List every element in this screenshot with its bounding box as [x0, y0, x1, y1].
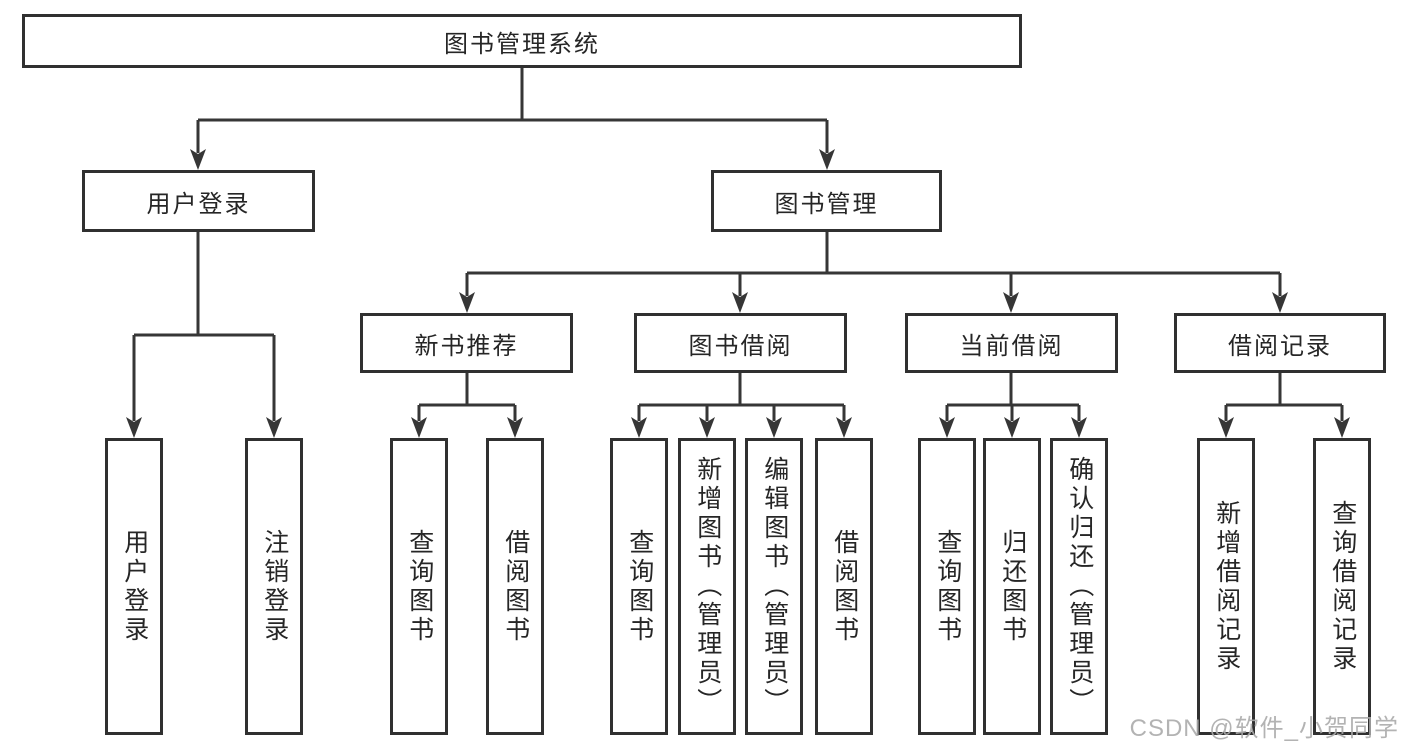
- node-label: 注销登录: [260, 528, 289, 645]
- arrowhead-icon: [459, 292, 475, 313]
- node-label: 图书管理: [774, 190, 879, 218]
- leaf-borrow-books-2: 借阅图书: [815, 438, 873, 735]
- node-label: 用户登录: [146, 190, 251, 218]
- arrowhead-icon: [819, 149, 835, 170]
- node-label: 图书借阅: [688, 332, 793, 360]
- leaf-logout: 注销登录: [245, 438, 303, 735]
- node-label: 新增借阅记录: [1212, 499, 1241, 674]
- arrowhead-icon: [766, 417, 782, 438]
- node-label: 借阅图书: [501, 528, 530, 645]
- node-label: 当前借阅: [959, 332, 1064, 360]
- leaf-query-books-2: 查询图书: [610, 438, 668, 735]
- node-label: 用户登录: [120, 528, 149, 645]
- leaf-query-books-1: 查询图书: [390, 438, 448, 735]
- arrowhead-icon: [190, 149, 206, 170]
- leaf-query-borrow-record: 查询借阅记录: [1313, 438, 1371, 735]
- node-label: 借阅记录: [1228, 332, 1332, 360]
- node-label: 借阅图书: [830, 528, 859, 645]
- node-label: 查询借阅记录: [1328, 499, 1357, 674]
- node-label: 查询图书: [405, 528, 434, 645]
- leaf-user-login: 用户登录: [105, 438, 163, 735]
- leaf-edit-book-admin: 编辑图书（管理员）: [745, 438, 803, 735]
- arrowhead-icon: [631, 417, 647, 438]
- node-label: 图书管理系统: [444, 30, 600, 58]
- arrowhead-icon: [1272, 292, 1288, 313]
- leaf-add-borrow-record: 新增借阅记录: [1197, 438, 1255, 735]
- node-book-management: 图书管理: [711, 170, 942, 232]
- node-label: 新增图书（管理员）: [693, 456, 722, 717]
- arrowhead-icon: [1218, 417, 1234, 438]
- node-new-book-recommend: 新书推荐: [360, 313, 573, 373]
- node-borrowing-records: 借阅记录: [1174, 313, 1386, 373]
- node-library-management-system: 图书管理系统: [22, 14, 1022, 68]
- arrowhead-icon: [1004, 417, 1020, 438]
- leaf-borrow-books-1: 借阅图书: [486, 438, 544, 735]
- node-user-login: 用户登录: [82, 170, 315, 232]
- arrowhead-icon: [266, 417, 282, 438]
- node-label: 编辑图书（管理员）: [760, 456, 789, 717]
- csdn-watermark: CSDN @软件_小贺同学: [1129, 715, 1399, 742]
- arrowhead-icon: [732, 292, 748, 313]
- arrowhead-icon: [126, 417, 142, 438]
- node-label: 查询图书: [933, 528, 962, 645]
- arrowhead-icon: [1071, 417, 1087, 438]
- leaf-add-book-admin: 新增图书（管理员）: [678, 438, 736, 735]
- arrowhead-icon: [1334, 417, 1350, 438]
- node-label: 查询图书: [625, 528, 654, 645]
- arrowhead-icon: [836, 417, 852, 438]
- arrowhead-icon: [939, 417, 955, 438]
- arrowhead-icon: [411, 417, 427, 438]
- leaf-return-book: 归还图书: [983, 438, 1041, 735]
- leaf-confirm-return-admin: 确认归还（管理员）: [1050, 438, 1108, 735]
- arrowhead-icon: [507, 417, 523, 438]
- node-label: 新书推荐: [414, 332, 519, 360]
- node-label: 确认归还（管理员）: [1065, 456, 1094, 717]
- node-book-borrowing: 图书借阅: [634, 313, 847, 373]
- leaf-query-books-3: 查询图书: [918, 438, 976, 735]
- node-label: 归还图书: [998, 528, 1027, 645]
- node-current-borrowing: 当前借阅: [905, 313, 1118, 373]
- arrowhead-icon: [699, 417, 715, 438]
- arrowhead-icon: [1003, 292, 1019, 313]
